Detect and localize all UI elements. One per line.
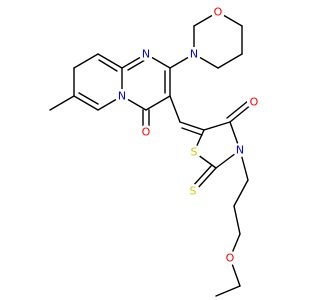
double-bond-inner	[127, 59, 146, 71]
thiazolidinone-nitrogen: N	[236, 144, 244, 157]
bond	[179, 121, 205, 131]
double-bond-inner	[78, 92, 99, 105]
pyridine-ring	[49, 53, 123, 111]
bond	[233, 205, 241, 235]
molecule-canvas: O N N N O O S N S O	[49, 5, 261, 297]
pyrimidinone-ring	[121, 53, 171, 130]
bond	[217, 53, 243, 69]
ether-oxygen: O	[226, 252, 235, 265]
thiazolidinone-oxygen: O	[250, 96, 259, 109]
atom-labels: O N N N O O S N S O	[115, 5, 261, 265]
ring-sulfur: S	[191, 146, 198, 159]
bond	[233, 179, 249, 207]
double-bond-inner	[98, 59, 118, 72]
bond	[169, 95, 181, 123]
bridgehead-nitrogen: N	[118, 90, 126, 103]
carbonyl-bond	[229, 103, 253, 123]
bond	[97, 53, 123, 69]
pyrimidinone-oxygen: O	[142, 126, 151, 139]
methylidene-bridge	[169, 95, 205, 136]
bond	[203, 121, 231, 131]
thione-bond	[195, 167, 217, 191]
carbonyl-bond	[226, 100, 249, 119]
bond	[145, 95, 171, 111]
methyl-bond	[49, 95, 75, 111]
morpholine-ring	[169, 11, 243, 69]
bond	[215, 285, 241, 297]
double-bond-inner	[181, 127, 203, 136]
morpholine-oxygen: O	[214, 6, 223, 19]
pyrimidine-nitrogen: N	[142, 48, 150, 61]
morpholine-nitrogen: N	[190, 48, 198, 61]
bond	[73, 53, 99, 69]
structure-drawing: O N N N O O S N S O	[49, 5, 261, 297]
thione-sulfur: S	[190, 185, 197, 198]
bond	[73, 95, 99, 111]
thione-bond	[191, 164, 213, 188]
ethoxypropyl-chain	[215, 149, 249, 297]
